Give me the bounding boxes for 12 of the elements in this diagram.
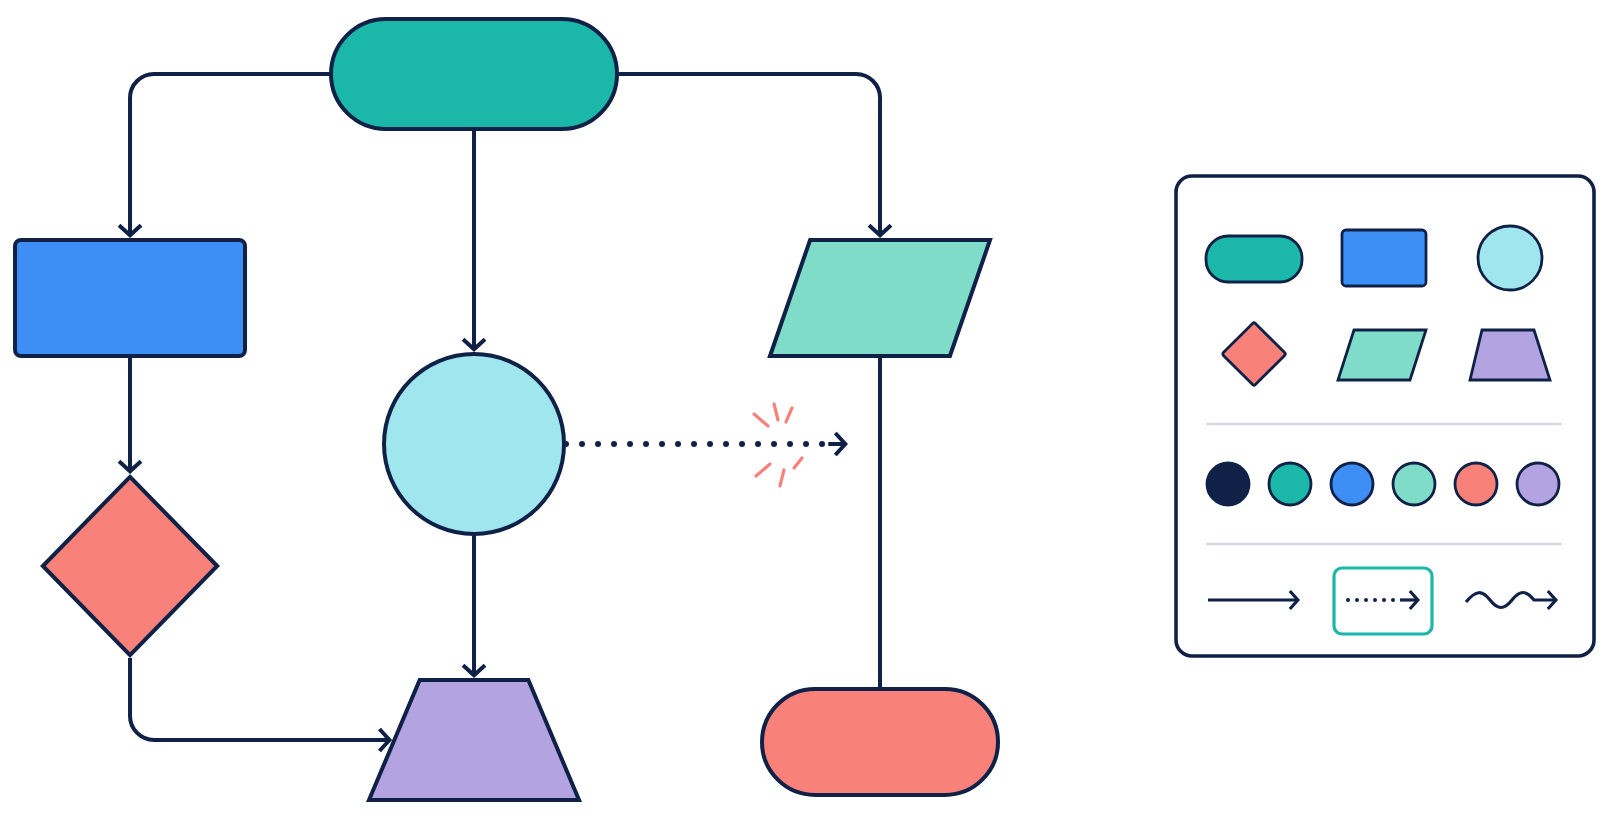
arrow	[128, 658, 393, 753]
process-box	[13, 238, 247, 358]
arrow	[461, 536, 487, 678]
terminal-pill	[760, 687, 1000, 797]
decision-diamond	[40, 473, 220, 658]
terminal-pill	[329, 17, 619, 131]
connector-circle	[382, 352, 566, 536]
arrow	[117, 72, 329, 238]
dotted-arrow	[563, 431, 848, 457]
arrow	[117, 358, 143, 474]
arrow	[619, 72, 893, 238]
arrow	[461, 131, 487, 352]
